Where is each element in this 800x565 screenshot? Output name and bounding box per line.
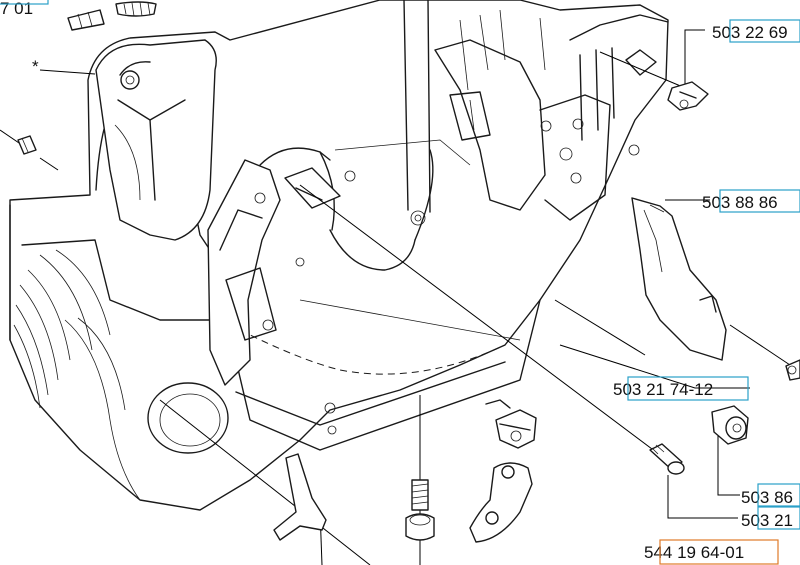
parts <box>17 1 800 543</box>
label-box-503-22-69 <box>729 19 800 43</box>
label-box-top-partial <box>0 0 49 5</box>
label-box-503-21 <box>757 506 800 530</box>
label-503-21: 503 21 <box>741 511 793 530</box>
bolt-right <box>785 359 800 381</box>
leader-lines <box>0 29 791 565</box>
label-top-partial: 7 01 <box>0 0 33 18</box>
asterisk-mark: * <box>32 57 39 76</box>
cap-nut-503-86 <box>711 405 749 445</box>
clip-part-503-22-69 <box>667 81 709 111</box>
spring-part-top <box>67 1 157 31</box>
label-box-544-19-64-01 <box>659 539 779 565</box>
long-screw-503-21 <box>649 443 685 475</box>
label-box-503-86 <box>757 483 800 507</box>
label-503-22-69: 503 22 69 <box>712 23 788 42</box>
clamp-clip-part <box>485 399 537 449</box>
lever-part <box>273 453 327 541</box>
label-503-88-86: 503 88 86 <box>702 193 778 212</box>
hook-bracket-part <box>469 462 533 543</box>
label-box-503-21-74-12 <box>627 376 749 401</box>
heat-shield-part-503-88-86 <box>631 197 727 361</box>
crankcase-housing <box>9 0 669 511</box>
label-503-86: 503 86 <box>741 488 793 507</box>
pin-part <box>17 135 37 155</box>
spring-screw-part <box>405 479 435 541</box>
label-503-21-74-12: 503 21 74-12 <box>613 380 713 399</box>
label-544-19-64-01: 544 19 64-01 <box>644 543 744 562</box>
label-box-503-88-86 <box>719 189 800 213</box>
